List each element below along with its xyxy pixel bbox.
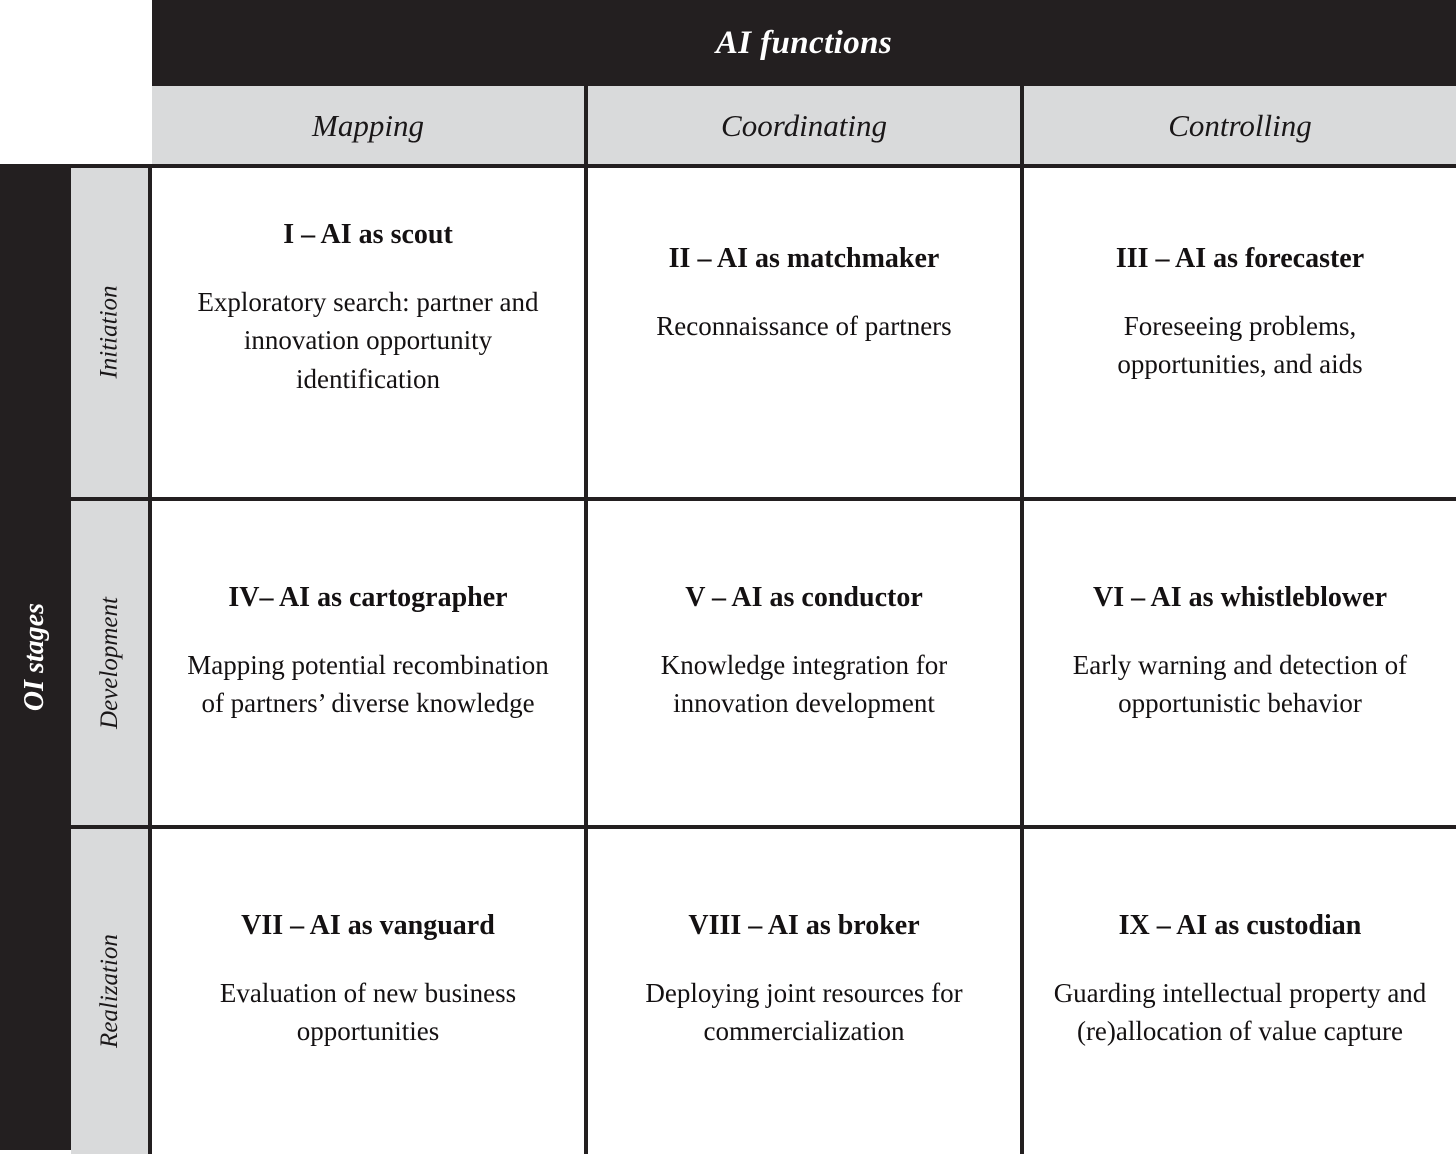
- cell-II-coordinating-initiation[interactable]: II – AI as matchmaker Reconnaissance of …: [584, 168, 1020, 497]
- column-header-controlling-label: Controlling: [1168, 107, 1312, 143]
- cell-VI-controlling-development[interactable]: VI – AI as whistleblower Early warning a…: [1020, 500, 1456, 825]
- function-columns-header-row: Mapping Coordinating Controlling: [152, 86, 1456, 165]
- table-row: Initiation I – AI as scout Exploratory s…: [71, 168, 1456, 497]
- row-header-initiation: Initiation: [71, 168, 152, 497]
- table-row: Development IV– AI as cartographer Mappi…: [71, 496, 1456, 825]
- cell-IV-title: IV– AI as cartographer: [228, 581, 508, 613]
- row-header-initiation-label: Initiation: [95, 285, 123, 379]
- column-header-coordinating: Coordinating: [584, 86, 1020, 165]
- ai-functions-title: AI functions: [715, 24, 893, 61]
- oi-stages-title: OI stages: [19, 602, 51, 712]
- column-header-controlling: Controlling: [1020, 86, 1456, 165]
- cell-VIII-title: VIII – AI as broker: [688, 910, 920, 941]
- ai-functions-header: AI functions: [152, 0, 1456, 86]
- cell-VII-title: VII – AI as vanguard: [241, 910, 495, 941]
- oi-stages-header: OI stages: [0, 164, 71, 1150]
- cell-VI-title: VI – AI as whistleblower: [1092, 581, 1387, 613]
- cell-II-title: II – AI as matchmaker: [668, 243, 940, 274]
- row-header-development: Development: [71, 500, 152, 825]
- cell-VII-description: Evaluation of new business opportunities: [219, 978, 517, 1047]
- row-cells: VII – AI as vanguard Evaluation of new b…: [152, 829, 1456, 1154]
- row-header-development-label: Development: [95, 596, 123, 729]
- cell-V-description: Knowledge integration for innovation dev…: [660, 649, 948, 718]
- cell-VIII-coordinating-realization[interactable]: VIII – AI as broker Deploying joint reso…: [584, 829, 1020, 1154]
- cell-VI-description: Early warning and detection of opportuni…: [1072, 649, 1408, 718]
- cell-I-mapping-initiation[interactable]: I – AI as scout Exploratory search: part…: [152, 168, 584, 497]
- row-header-realization: Realization: [71, 829, 152, 1154]
- matrix-body: Initiation I – AI as scout Exploratory s…: [71, 164, 1456, 1154]
- row-cells: IV– AI as cartographer Mapping potential…: [152, 500, 1456, 825]
- column-header-coordinating-label: Coordinating: [721, 107, 887, 143]
- row-cells: I – AI as scout Exploratory search: part…: [152, 168, 1456, 497]
- cell-V-coordinating-development[interactable]: V – AI as conductor Knowledge integratio…: [584, 500, 1020, 825]
- cell-IV-mapping-development[interactable]: IV– AI as cartographer Mapping potential…: [152, 500, 584, 825]
- cell-III-title: III – AI as forecaster: [1115, 243, 1365, 274]
- column-header-mapping-label: Mapping: [312, 107, 424, 143]
- cell-II-description: Reconnaissance of partners: [656, 311, 952, 342]
- cell-IX-title: IX – AI as custodian: [1118, 910, 1362, 941]
- column-header-mapping: Mapping: [152, 86, 584, 165]
- cell-III-description: Foreseeing problems, opportunities, and …: [1117, 311, 1363, 380]
- cell-III-controlling-initiation[interactable]: III – AI as forecaster Foreseeing proble…: [1020, 168, 1456, 497]
- row-header-realization-label: Realization: [95, 934, 123, 1049]
- cell-IV-description: Mapping potential recombination of partn…: [187, 649, 549, 718]
- cell-I-title: I – AI as scout: [283, 219, 453, 250]
- cell-I-description: Exploratory search: partner and innovati…: [197, 287, 539, 394]
- cell-IX-description: Guarding intellectual property and (re)a…: [1053, 978, 1427, 1047]
- cell-IX-controlling-realization[interactable]: IX – AI as custodian Guarding intellectu…: [1020, 829, 1456, 1154]
- corner-blank-cell: [0, 0, 152, 164]
- cell-V-title: V – AI as conductor: [685, 581, 923, 613]
- cell-VII-mapping-realization[interactable]: VII – AI as vanguard Evaluation of new b…: [152, 829, 584, 1154]
- cell-VIII-description: Deploying joint resources for commercial…: [645, 978, 963, 1047]
- table-row: Realization VII – AI as vanguard Evaluat…: [71, 825, 1456, 1154]
